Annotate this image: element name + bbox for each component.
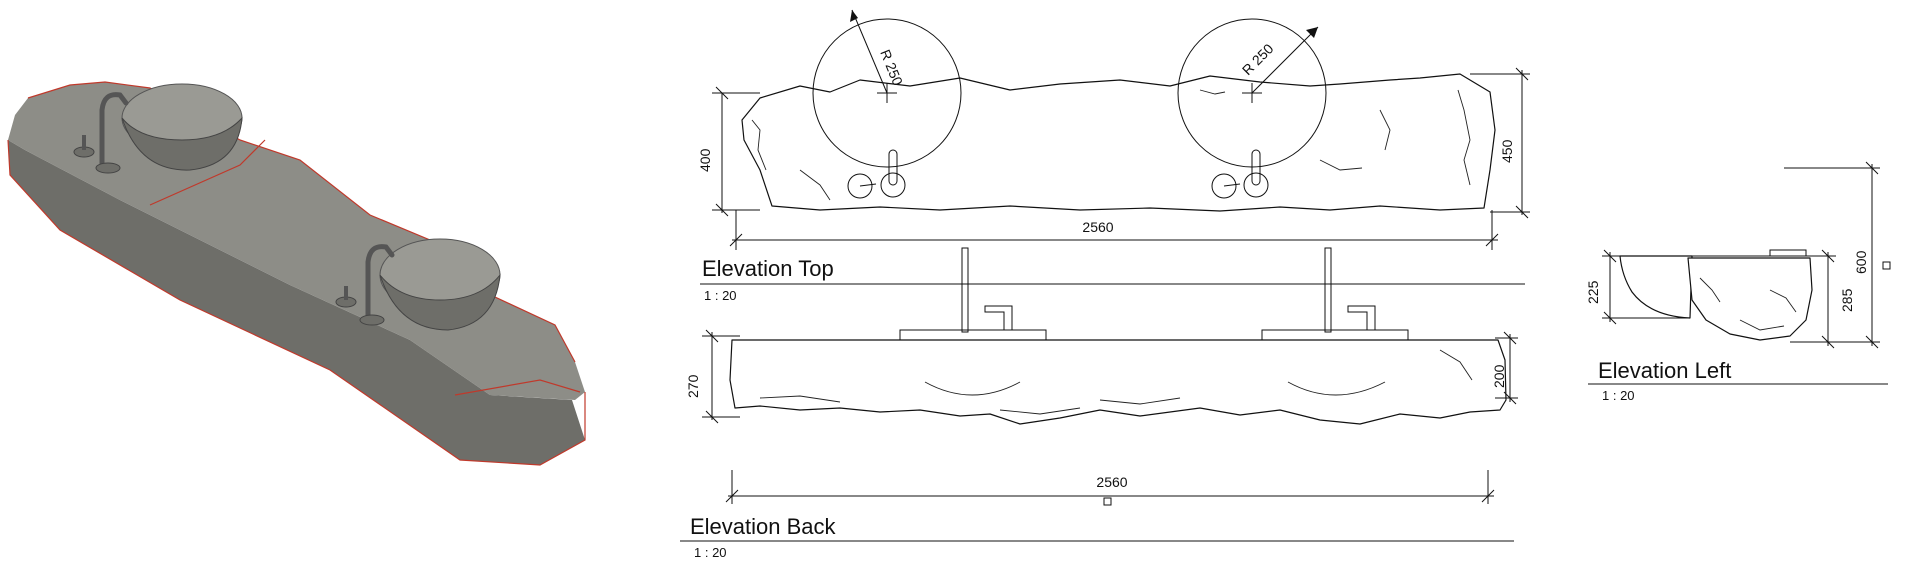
tap-top-left-spout <box>888 149 898 186</box>
dim-tick <box>1821 335 1835 349</box>
radius-arrow-right <box>1306 27 1318 38</box>
tap-top-right-spout <box>1251 149 1261 186</box>
dim-tick <box>1481 489 1495 503</box>
elevation-back-view: 270 200 2560 Elevation Back 1 : 20 <box>680 247 1518 560</box>
rock-texture <box>1099 397 1181 405</box>
back-rock-outline <box>729 339 1507 425</box>
dim-label-height-back-right: 200 <box>1491 364 1507 388</box>
dim-label-height-right: 450 <box>1499 139 1515 163</box>
radius-leader-right <box>1251 26 1319 94</box>
dim-label-height-back-left: 270 <box>685 374 701 398</box>
slab-outline-edge <box>27 81 576 363</box>
radius-label-right: R 250 <box>1239 40 1277 78</box>
dim-label-width-top: 2560 <box>1082 219 1113 235</box>
tap-back-left <box>961 247 969 333</box>
stone-side <box>1687 257 1813 341</box>
handle-top-right-lever <box>1223 183 1241 187</box>
view-scale-back: 1 : 20 <box>694 545 727 560</box>
slab-outline-edge <box>7 139 586 466</box>
tap-right-base <box>359 314 385 326</box>
rock-texture <box>1769 289 1797 313</box>
top-rock-outline <box>741 73 1496 212</box>
dim-label-total-height: 600 <box>1853 250 1869 274</box>
dim-tick <box>1603 311 1617 325</box>
slab-crack-line <box>149 139 266 206</box>
basin-back-left-curve <box>924 381 1021 396</box>
isometric-view <box>7 81 586 466</box>
dim-label-width-back: 2560 <box>1096 474 1127 490</box>
dim-tick <box>1865 161 1879 175</box>
dim-tick <box>1485 233 1499 247</box>
rock-texture <box>1739 319 1785 331</box>
dim-tick <box>725 489 739 503</box>
dim-tick <box>705 410 719 424</box>
rock-texture <box>799 169 831 201</box>
tap-top-right <box>1243 172 1269 198</box>
dim-marker <box>1103 497 1112 506</box>
rock-texture <box>1457 89 1471 186</box>
basin-rim-back-right <box>1261 329 1409 341</box>
handle-top-right <box>1211 173 1237 199</box>
handle-back-right <box>1347 305 1376 330</box>
tap-back-right <box>1324 247 1332 333</box>
dim-label-height-left: 400 <box>697 148 713 172</box>
dim-tick <box>729 233 743 247</box>
view-title-left: Elevation Left <box>1598 358 1731 383</box>
view-scale-left: 1 : 20 <box>1602 388 1635 403</box>
tap-side-base <box>1769 249 1807 257</box>
basin-left-bowl <box>121 116 243 171</box>
rock-texture <box>1199 89 1226 95</box>
basin-right-bowl <box>379 273 501 331</box>
rock-texture <box>1379 109 1391 151</box>
tap-side-inner <box>1752 168 1782 252</box>
dim-label-stone-height: 285 <box>1839 288 1855 312</box>
rock-texture <box>1699 277 1721 303</box>
elevation-top-view: R 250 R 250 400 450 <box>697 9 1530 303</box>
dim-tick <box>1503 331 1517 345</box>
dim-tick <box>1865 335 1879 349</box>
basin-top-left <box>812 18 962 168</box>
dim-tick <box>1515 205 1529 219</box>
radius-leader-left <box>851 9 888 94</box>
handle-back-left <box>984 305 1013 330</box>
rock-texture <box>999 407 1081 415</box>
rock-texture <box>759 395 841 403</box>
rock-texture <box>751 119 767 171</box>
dim-tick <box>715 203 729 217</box>
tap-side <box>1753 169 1781 252</box>
tap-left-base <box>95 162 121 174</box>
handle-top-left-lever <box>859 183 877 187</box>
basin-side <box>1619 255 1693 319</box>
slab-crack-line <box>454 379 581 396</box>
view-title-top: Elevation Top <box>702 256 834 281</box>
dim-label-basin-height: 225 <box>1585 280 1601 304</box>
dim-marker <box>1882 261 1891 270</box>
view-scale-top: 1 : 20 <box>704 288 737 303</box>
dim-tick <box>1603 249 1617 263</box>
radius-arrow-left <box>850 10 858 22</box>
tap-top-left <box>880 172 906 198</box>
basin-back-right-curve <box>1287 381 1386 396</box>
dim-tick <box>715 86 729 100</box>
dim-tick <box>1503 391 1517 405</box>
handle-top-left <box>847 173 873 199</box>
elevation-left-view: 225 285 600 Elevation Left 1 : 20 <box>1585 161 1891 403</box>
rock-texture <box>1439 349 1473 381</box>
dim-tick <box>705 329 719 343</box>
dim-tick <box>1515 67 1529 81</box>
radius-label-left: R 250 <box>877 47 906 88</box>
tap-left <box>99 92 129 168</box>
basin-rim-back-left <box>899 329 1047 341</box>
rock-texture <box>1319 159 1363 171</box>
tap-right <box>365 244 395 321</box>
view-title-back: Elevation Back <box>690 514 837 539</box>
stone-slab-side <box>8 140 585 465</box>
dim-tick <box>1821 249 1835 263</box>
